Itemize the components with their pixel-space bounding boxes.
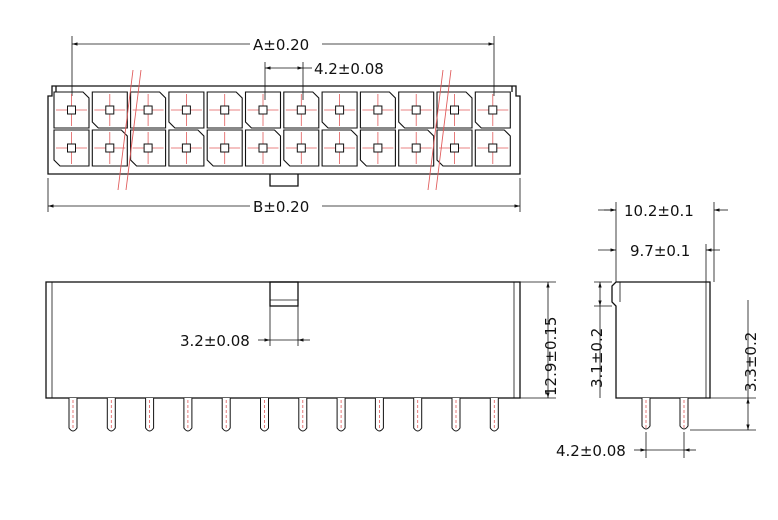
- pin-cell: [474, 129, 511, 167]
- dimension-depth-outer-label: 10.2±0.1: [624, 202, 694, 220]
- pin-cell: [168, 129, 205, 167]
- key-notch: [269, 174, 299, 187]
- pin-cell: [321, 129, 358, 167]
- pin-square: [450, 105, 459, 115]
- pin-cell: [53, 129, 90, 167]
- dimension-depth-inner: 9.7±0.1: [598, 242, 720, 282]
- pin-square: [181, 143, 191, 153]
- pin-square: [411, 105, 421, 115]
- front-pin: [489, 398, 499, 432]
- dimension-pitch-top-label: 4.2±0.08: [314, 60, 384, 78]
- front-pin: [336, 398, 346, 432]
- pin-cell: [244, 91, 282, 129]
- pin-cell: [283, 91, 320, 129]
- pin-cell: [130, 91, 167, 129]
- dimension-height-label: 12.9±0.15: [542, 317, 560, 396]
- front-view: 3.2±0.08 12.9±0.15: [45, 281, 560, 432]
- side-view: 10.2±0.1 9.7±0.1 3.1±0.2 3.3±0.2: [556, 202, 760, 460]
- front-pin: [451, 398, 461, 432]
- pin-square: [488, 143, 498, 153]
- pin-square: [450, 143, 459, 153]
- pin-square: [296, 105, 306, 115]
- pin-cell: [474, 91, 511, 129]
- dimension-latch-height: 3.1±0.2: [588, 281, 612, 398]
- break-marks: [117, 69, 452, 191]
- front-pin: [221, 398, 231, 432]
- dimension-height: 12.9±0.15: [520, 281, 560, 399]
- pin-square: [411, 143, 421, 153]
- pin-square: [143, 105, 153, 115]
- pin-square: [143, 143, 153, 153]
- pin-cell: [91, 91, 128, 129]
- dimension-pin-length: 3.3±0.2: [690, 300, 760, 431]
- pin-square: [258, 143, 268, 153]
- key-slot: [269, 281, 299, 307]
- housing-top-outline: [47, 85, 521, 175]
- pin-cell: [53, 91, 90, 129]
- front-pin: [106, 398, 116, 432]
- housing-side-outline: [611, 281, 711, 399]
- side-pin: [641, 398, 651, 430]
- pin-cell: [321, 91, 358, 129]
- pin-square: [67, 143, 76, 153]
- dimension-depth-inner-label: 9.7±0.1: [630, 242, 690, 260]
- pin-cell: [206, 129, 243, 167]
- pin-square: [258, 105, 268, 115]
- dimension-latch-height-label: 3.1±0.2: [588, 328, 606, 388]
- front-pin: [68, 398, 78, 432]
- dimension-key-width: 3.2±0.08: [180, 306, 310, 350]
- pin-square: [105, 143, 115, 153]
- pin-cell: [359, 91, 396, 129]
- dimension-key-width-label: 3.2±0.08: [180, 332, 250, 350]
- front-pin: [145, 398, 155, 432]
- side-pins: [641, 398, 689, 430]
- pin-cell: [168, 91, 205, 129]
- pin-cell: [91, 129, 128, 167]
- dimension-pin-length-label: 3.3±0.2: [742, 332, 760, 392]
- front-pin: [413, 398, 423, 432]
- pin-square: [220, 143, 230, 153]
- front-pin: [260, 398, 269, 432]
- pin-square: [181, 105, 191, 115]
- pin-cell: [398, 91, 435, 129]
- pin-square: [335, 143, 345, 153]
- pin-square: [488, 105, 498, 115]
- pin-square: [373, 105, 383, 115]
- pin-cell: [206, 91, 243, 129]
- pin-cell: [283, 129, 320, 167]
- dimension-b: B±0.20: [47, 178, 521, 216]
- pin-square: [105, 105, 115, 115]
- dimension-depth-outer: 10.2±0.1: [598, 202, 728, 282]
- dimension-pitch-side: 4.2±0.08: [556, 432, 696, 460]
- pin-square: [373, 143, 383, 153]
- pin-square: [296, 143, 306, 153]
- pin-cell: [436, 129, 473, 167]
- top-view: A±0.20 4.2±0.08: [47, 36, 521, 216]
- front-pins: [68, 398, 499, 432]
- pin-cell: [436, 91, 473, 129]
- pin-square: [335, 105, 345, 115]
- front-pin: [374, 398, 384, 432]
- pin-cell: [244, 129, 282, 167]
- dimension-b-label: B±0.20: [253, 198, 309, 216]
- pin-cell: [359, 129, 396, 167]
- dimension-pitch-side-label: 4.2±0.08: [556, 442, 626, 460]
- pin-cells: [53, 91, 511, 167]
- dimension-a-label: A±0.20: [253, 36, 309, 54]
- pin-square: [220, 105, 230, 115]
- front-pin: [298, 398, 308, 432]
- dimension-pitch-top: 4.2±0.08: [264, 60, 384, 100]
- pin-square: [67, 105, 76, 115]
- dimension-a: A±0.20: [71, 36, 495, 96]
- pin-cell: [398, 129, 435, 167]
- front-pin: [183, 398, 193, 432]
- side-pin: [679, 398, 689, 430]
